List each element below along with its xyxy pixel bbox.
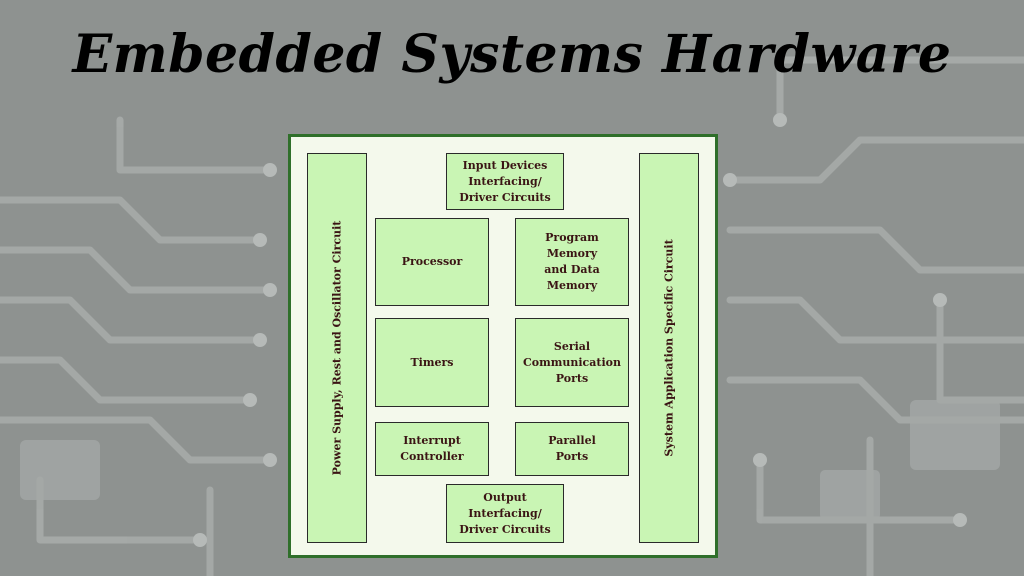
application-circuit-label: System Application Specific Circuit [662,239,676,457]
application-circuit-bar: System Application Specific Circuit [639,153,699,543]
interrupt-controller-block: Interrupt Controller [375,422,489,476]
timers-block: Timers [375,318,489,407]
processor-block: Processor [375,218,489,306]
slide-title: Embedded Systems Hardware [72,24,952,85]
power-supply-bar: Power Supply, Rest and Oscillator Circui… [307,153,367,543]
serial-ports-block: Serial Communication Ports [515,318,629,407]
memory-block: Program Memory and Data Memory [515,218,629,306]
output-interfacing-block: Output Interfacing/ Driver Circuits [446,484,564,543]
power-supply-label: Power Supply, Rest and Oscillator Circui… [330,220,344,476]
hardware-block-diagram: Power Supply, Rest and Oscillator Circui… [288,134,718,558]
parallel-ports-block: Parallel Ports [515,422,629,476]
input-devices-block: Input Devices Interfacing/ Driver Circui… [446,153,564,210]
